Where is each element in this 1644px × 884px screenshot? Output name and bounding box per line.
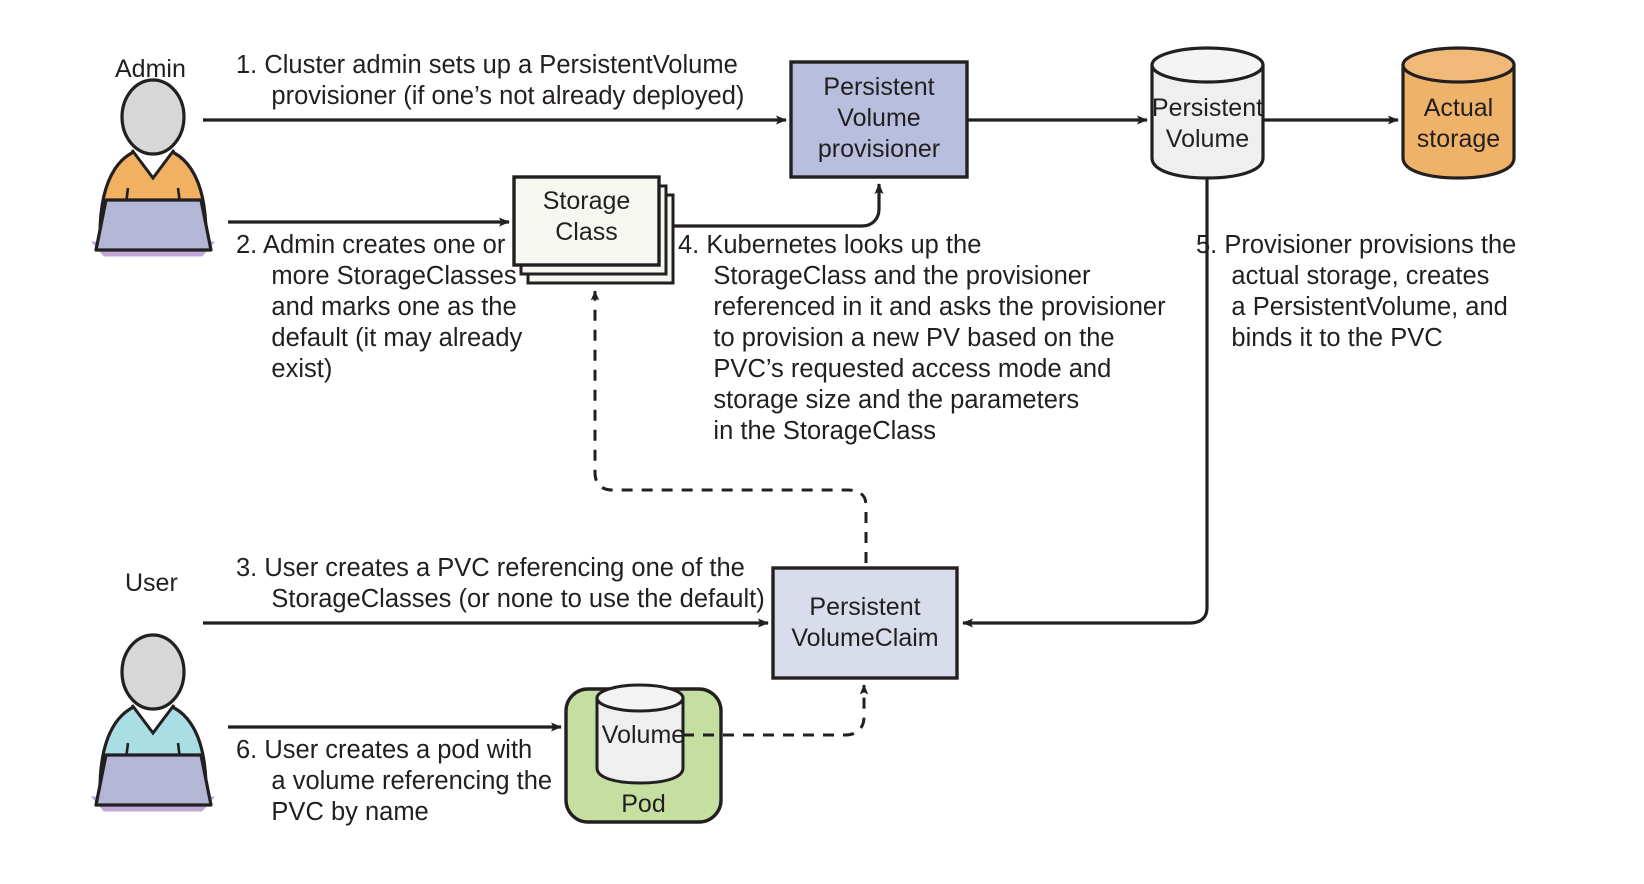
persistent-volume-claim-node[interactable] [771, 566, 959, 680]
volume-label: Volume [601, 721, 686, 749]
step-5-text: 5. Provisioner provisions the actual sto… [1196, 231, 1517, 352]
dashed-arrow-pvc-to-storageclass [590, 290, 868, 563]
persistent-volume-label-line1: Persistent [1151, 94, 1264, 122]
step-4-text: 4. Kubernetes looks up the StorageClass … [678, 231, 1166, 445]
persistent-volume-node[interactable] [1150, 46, 1265, 180]
dashed-arrow-volume-to-pvc [683, 684, 869, 737]
step-2-text: 2. Admin creates one or more StorageClas… [236, 231, 523, 383]
pvc-label-line2: VolumeClaim [791, 624, 939, 652]
storage-class-label-line1: Storage [542, 187, 631, 215]
pv-provisioner-label-line3: provisioner [817, 135, 941, 163]
volume-node[interactable] [595, 683, 685, 785]
admin-avatar-icon [90, 78, 216, 257]
user-avatar-icon [90, 633, 216, 812]
arrow-storageclass-to-provisioner [673, 183, 884, 228]
pv-provisioner-label-line2: Volume [837, 104, 921, 132]
storage-class-label-line2: Class [555, 218, 618, 246]
persistent-volume-label-line2: Volume [1165, 125, 1250, 153]
user-label: User [125, 569, 178, 597]
step-1-text: 1. Cluster admin sets up a PersistentVol… [236, 51, 745, 110]
arrow-pv-to-pvc [962, 178, 1209, 628]
pod-label: Pod [621, 790, 666, 818]
actual-storage-node[interactable] [1401, 46, 1516, 180]
admin-label: Admin [115, 55, 186, 83]
pv-provisioner-node[interactable] [789, 60, 969, 179]
pv-provisioner-label-line1: Persistent [823, 73, 935, 101]
step-6-text: 6. User creates a pod with a volume refe… [236, 736, 553, 826]
pvc-label-line1: Persistent [809, 593, 921, 621]
actual-storage-label-line1: Actual [1423, 94, 1494, 122]
storage-class-node[interactable] [512, 175, 675, 285]
step-3-text: 3. User creates a PVC referencing one of… [236, 554, 765, 613]
actual-storage-label-line2: storage [1416, 125, 1501, 153]
